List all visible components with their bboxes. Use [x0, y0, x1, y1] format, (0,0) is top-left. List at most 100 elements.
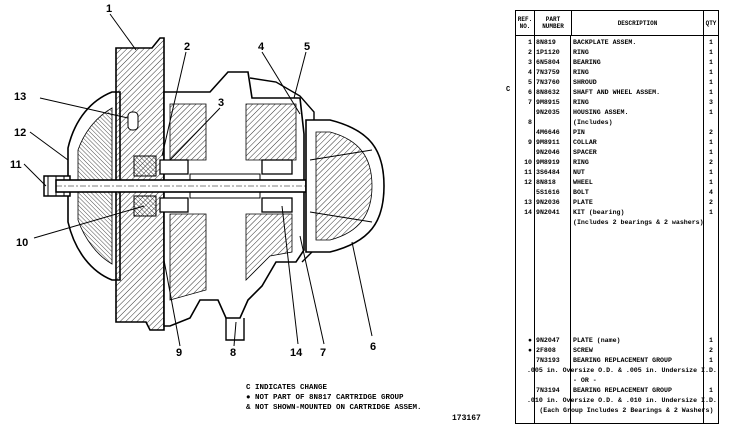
row-ref: 11: [524, 169, 532, 176]
row-description: COLLAR: [573, 139, 597, 146]
row-qty: 1: [709, 337, 713, 344]
row-ref: [516, 108, 534, 118]
row-description: KIT (bearing): [573, 209, 625, 216]
table-row: (Includes 2 bearings & 2 washers): [516, 218, 718, 228]
row-description: .010 in. Oversize O.D. & .010 in. Unders…: [526, 397, 717, 404]
callout-2: 2: [184, 41, 190, 53]
row-ref: 10: [524, 159, 532, 166]
table-row: 9 9M8911 COLLAR 1: [516, 138, 718, 148]
row-description: - OR -: [573, 377, 597, 384]
row-ref: 6: [528, 89, 532, 96]
row-description: PLATE: [573, 199, 593, 206]
row-qty: 2: [709, 199, 713, 206]
row-part-number: 9M8915: [536, 99, 560, 106]
callout-12: 12: [14, 127, 26, 139]
row-ref: ●: [528, 347, 532, 354]
row-part-number: 7N3193: [536, 357, 560, 364]
row-part-number: [534, 118, 570, 128]
row-description: HOUSING ASSEM.: [573, 109, 629, 116]
callout-10: 10: [16, 237, 28, 249]
row-qty: [717, 366, 718, 376]
bearing-right: [261, 159, 293, 175]
row-ref: 9: [528, 139, 532, 146]
row-ref: 3: [528, 59, 532, 66]
callout-8: 8: [230, 347, 236, 359]
row-qty: 1: [709, 39, 713, 46]
row-part-number: 9N2047: [536, 337, 560, 344]
row-ref: 4: [528, 69, 532, 76]
row-ref: [516, 386, 534, 396]
row-ref: [516, 406, 523, 416]
row-ref: 12: [524, 179, 532, 186]
row-ref: [516, 128, 534, 138]
row-description: BEARING REPLACEMENT GROUP: [573, 387, 672, 394]
callout-9: 9: [176, 347, 182, 359]
header-part-number: PART NUMBER: [535, 11, 572, 35]
row-ref: 14: [524, 209, 532, 216]
row-part-number: 9N2036: [536, 199, 560, 206]
note-change: C INDICATES CHANGE: [246, 384, 328, 392]
table-row: .005 in. Oversize O.D. & .005 in. Unders…: [516, 366, 718, 376]
row-ref: 5: [528, 79, 532, 86]
row-description: WHEEL: [573, 179, 593, 186]
row-ref: [516, 148, 534, 158]
row-part-number: 8N818: [536, 179, 556, 186]
row-qty: 1: [709, 89, 713, 96]
row-description: SPACER: [573, 149, 597, 156]
row-description: SHROUD: [573, 79, 597, 86]
row-description: (Includes 2 bearings & 2 washers): [573, 219, 704, 226]
note-not-part: ● NOT PART OF 8N817 CARTRIDGE GROUP: [246, 394, 404, 402]
row-description: PIN: [573, 129, 585, 136]
table-row: .010 in. Oversize O.D. & .010 in. Unders…: [516, 396, 718, 406]
row-part-number: 8N819: [536, 39, 556, 46]
row-description: BEARING: [573, 59, 601, 66]
row-qty: 1: [709, 109, 713, 116]
row-qty: [717, 396, 718, 406]
callout-6: 6: [370, 341, 376, 353]
row-description: RING: [573, 49, 589, 56]
row-description: RING: [573, 99, 589, 106]
drawing-notes: C INDICATES CHANGE ● NOT PART OF 8N817 C…: [246, 383, 422, 413]
row-qty: 1: [709, 79, 713, 86]
table-row: 9N2046 SPACER 1: [516, 148, 718, 158]
row-part-number: 3S6484: [536, 169, 560, 176]
header-qty: QTY: [705, 19, 717, 27]
row-ref: ●: [528, 337, 532, 344]
row-part-number: 9N2035: [536, 109, 560, 116]
note-not-shown: & NOT SHOWN-MOUNTED ON CARTRIDGE ASSEM.: [246, 404, 422, 412]
row-part-number: 8N8632: [536, 89, 560, 96]
row-qty: 1: [709, 69, 713, 76]
table-row: 8(Includes): [516, 118, 718, 128]
row-ref: [516, 356, 534, 366]
row-qty: [704, 118, 718, 128]
callout-14: 14: [290, 347, 303, 359]
row-part-number: 9M8919: [536, 159, 560, 166]
row-qty: 2: [709, 159, 713, 166]
header-description: DESCRIPTION: [572, 11, 704, 35]
row-part-number: 9N2046: [536, 149, 560, 156]
row-part-number: 7N3759: [536, 69, 560, 76]
row-part-number: 9M8911: [536, 139, 560, 146]
row-qty: 3: [709, 99, 713, 106]
row-qty: 2: [709, 347, 713, 354]
row-part-number: 2F808: [536, 347, 556, 354]
row-ref: [516, 218, 534, 228]
table-row: - OR -: [516, 376, 718, 386]
row-qty: 1: [709, 149, 713, 156]
turbocharger-cross-section: 1 2 3 4 5 6 7 8 9 10 11 12 13 14: [10, 3, 385, 359]
change-mark: C: [506, 86, 511, 94]
row-qty: 1: [709, 139, 713, 146]
row-description: RING: [573, 159, 589, 166]
